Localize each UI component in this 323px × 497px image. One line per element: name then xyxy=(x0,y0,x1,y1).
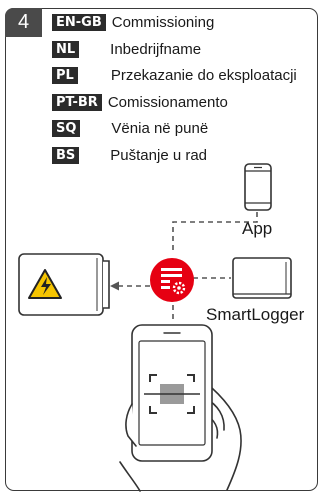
connection-lines xyxy=(118,212,258,322)
language-text: Puštanje u rad xyxy=(110,146,208,164)
language-text: Commissioning xyxy=(111,13,215,31)
smartphone-icon xyxy=(244,163,272,211)
language-code: PT-BR xyxy=(52,93,102,111)
language-row-en-gb: EN-GB Commissioning xyxy=(52,11,214,33)
language-code: EN-GB xyxy=(52,13,106,31)
app-label: App xyxy=(242,219,273,238)
high-voltage-warning-icon xyxy=(28,269,62,299)
hand-holding-phone-icon xyxy=(119,324,242,492)
language-row-pt-br: PT-BR Comissionamento xyxy=(52,91,228,113)
language-text: Vënia në punë xyxy=(111,119,209,137)
step-number-badge: 4 xyxy=(5,8,42,37)
language-code: BS xyxy=(52,146,80,164)
language-row-sq: SQ Vënia në punë xyxy=(52,117,208,139)
commissioning-settings-icon xyxy=(150,258,194,302)
language-text: Comissionamento xyxy=(107,93,228,111)
smartlogger-icon xyxy=(232,257,292,299)
instruction-frame xyxy=(5,8,318,491)
language-row-nl: NL Inbedrijfname xyxy=(52,38,201,60)
language-row-pl: PL Przekazanie do eksploatacji xyxy=(52,64,297,86)
language-text: Inbedrijfname xyxy=(110,40,202,58)
inverter-icon xyxy=(18,253,110,316)
language-text: Przekazanie do eksploatacji xyxy=(110,66,297,84)
language-row-bs: BS Puštanje u rad xyxy=(52,144,207,166)
language-code: NL xyxy=(52,40,80,58)
language-code: SQ xyxy=(52,119,81,137)
arrow-head-icon xyxy=(110,281,119,291)
language-code: PL xyxy=(52,66,78,84)
qr-scan-icon xyxy=(144,374,200,414)
smartlogger-label: SmartLogger xyxy=(206,305,305,324)
